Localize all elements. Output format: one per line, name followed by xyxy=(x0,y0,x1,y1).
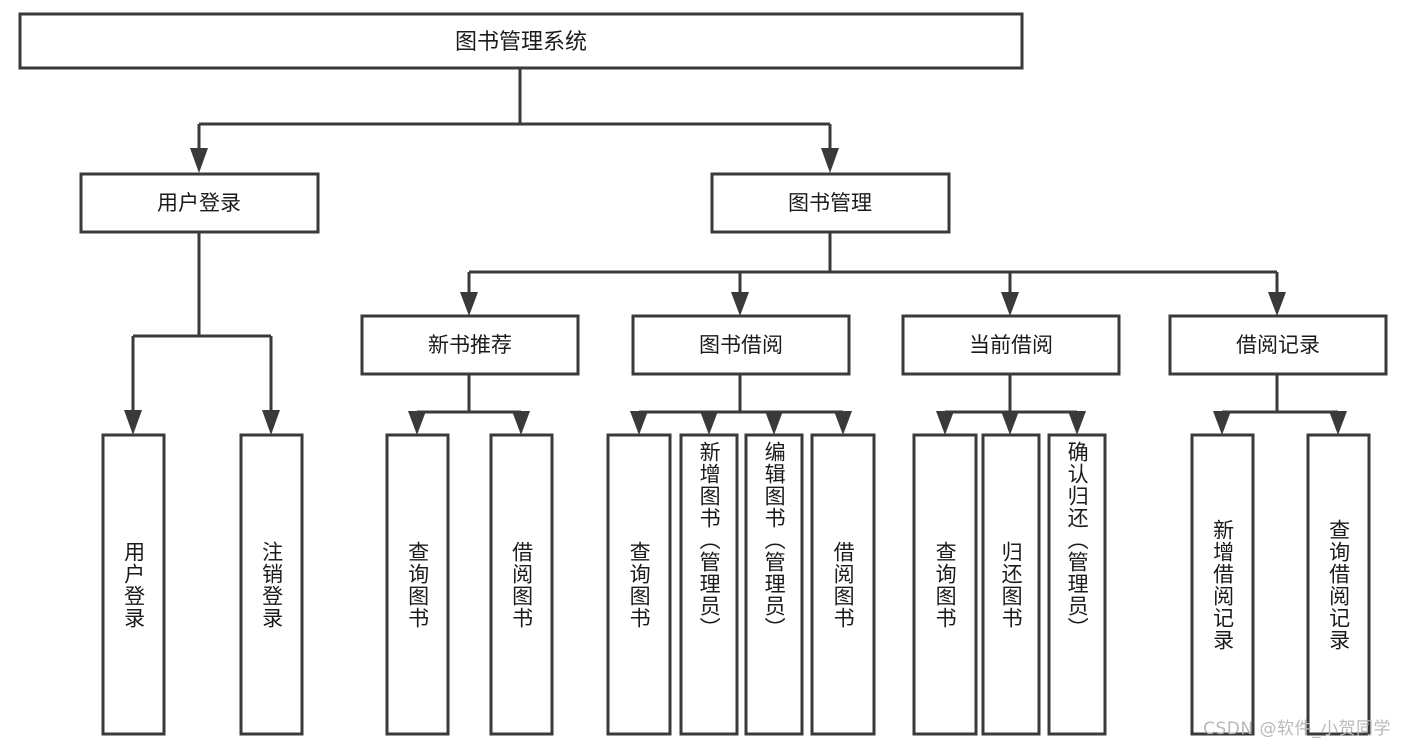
node-box-leaf-user-login-0[interactable] xyxy=(101,433,166,736)
node-box-borrow-record[interactable] xyxy=(1168,314,1388,376)
node-box-leaf-new-book-1[interactable] xyxy=(489,433,554,736)
csdn-watermark: CSDN @软件_小贺同学 xyxy=(1203,719,1391,739)
node-box-user-login[interactable] xyxy=(79,172,320,234)
arrow-head-book-mgmt xyxy=(821,148,839,173)
node-box-leaf-book-borrow-2[interactable] xyxy=(744,433,804,736)
arrow-head-leaf-book-borrow-2 xyxy=(765,411,783,435)
node-label-book-borrow: 图书借阅 xyxy=(699,333,783,357)
arrow-head-leaf-new-book-1 xyxy=(512,411,530,435)
node-box-leaf-new-book-0[interactable] xyxy=(385,433,450,736)
node-box-book-management[interactable] xyxy=(710,172,951,234)
node-box-leaf-book-borrow-0[interactable] xyxy=(606,433,672,736)
node-borrow-record[interactable]: 借阅记录 xyxy=(1168,314,1388,376)
arrow-head-leaf-book-borrow-3 xyxy=(834,411,852,435)
node-user-login[interactable]: 用户登录 xyxy=(79,172,320,234)
arrow-head-leaf-current-borrow-2 xyxy=(1068,411,1086,435)
node-new-book-recommend[interactable]: 新书推荐 xyxy=(360,314,580,376)
node-box-leaf-borrow-record-0[interactable] xyxy=(1190,433,1255,736)
node-label-root: 图书管理系统 xyxy=(455,30,587,55)
connectors-group xyxy=(124,68,1347,435)
arrow-head-leaf-book-borrow-0 xyxy=(630,411,648,435)
node-book-management[interactable]: 图书管理 xyxy=(710,172,951,234)
arrow-head-leaf-current-borrow-0 xyxy=(936,411,954,435)
arrow-head-current-borrow xyxy=(1001,292,1019,316)
node-box-new-book-recommend[interactable] xyxy=(360,314,580,376)
node-label-current-borrow: 当前借阅 xyxy=(969,333,1053,357)
arrow-head-leaf-user-login-0 xyxy=(124,410,142,435)
arrow-head-leaf-new-book-0 xyxy=(408,411,426,435)
node-box-root[interactable] xyxy=(18,12,1024,70)
node-box-current-borrow[interactable] xyxy=(901,314,1121,376)
node-box-leaf-current-borrow-2[interactable] xyxy=(1047,433,1107,736)
arrow-head-leaf-user-login-1 xyxy=(262,410,280,435)
node-current-borrow[interactable]: 当前借阅 xyxy=(901,314,1121,376)
node-book-borrow[interactable]: 图书借阅 xyxy=(631,314,851,376)
arrow-head-new-book xyxy=(460,292,478,316)
arrow-head-leaf-borrow-record-0 xyxy=(1213,411,1231,435)
arrow-head-leaf-book-borrow-1 xyxy=(700,411,718,435)
node-box-leaf-book-borrow-3[interactable] xyxy=(810,433,876,736)
node-label-borrow-record: 借阅记录 xyxy=(1236,333,1320,357)
node-label-book-management: 图书管理 xyxy=(788,191,872,215)
node-box-leaf-user-login-1[interactable] xyxy=(239,433,304,736)
arrow-head-user-login xyxy=(190,148,208,173)
arrow-head-book-borrow xyxy=(731,292,749,316)
node-box-leaf-book-borrow-1[interactable] xyxy=(679,433,739,736)
node-box-leaf-current-borrow-1[interactable] xyxy=(981,433,1041,736)
node-box-leaf-current-borrow-0[interactable] xyxy=(912,433,978,736)
node-label-user-login: 用户登录 xyxy=(157,191,241,215)
node-box-leaf-borrow-record-1[interactable] xyxy=(1306,433,1371,736)
node-label-new-book-recommend: 新书推荐 xyxy=(428,333,512,357)
node-box-book-borrow[interactable] xyxy=(631,314,851,376)
arrow-head-leaf-current-borrow-1 xyxy=(1001,411,1019,435)
node-root-system[interactable]: 图书管理系统 xyxy=(18,12,1024,70)
arrow-head-borrow-record xyxy=(1268,292,1286,316)
arrow-head-leaf-borrow-record-1 xyxy=(1329,411,1347,435)
